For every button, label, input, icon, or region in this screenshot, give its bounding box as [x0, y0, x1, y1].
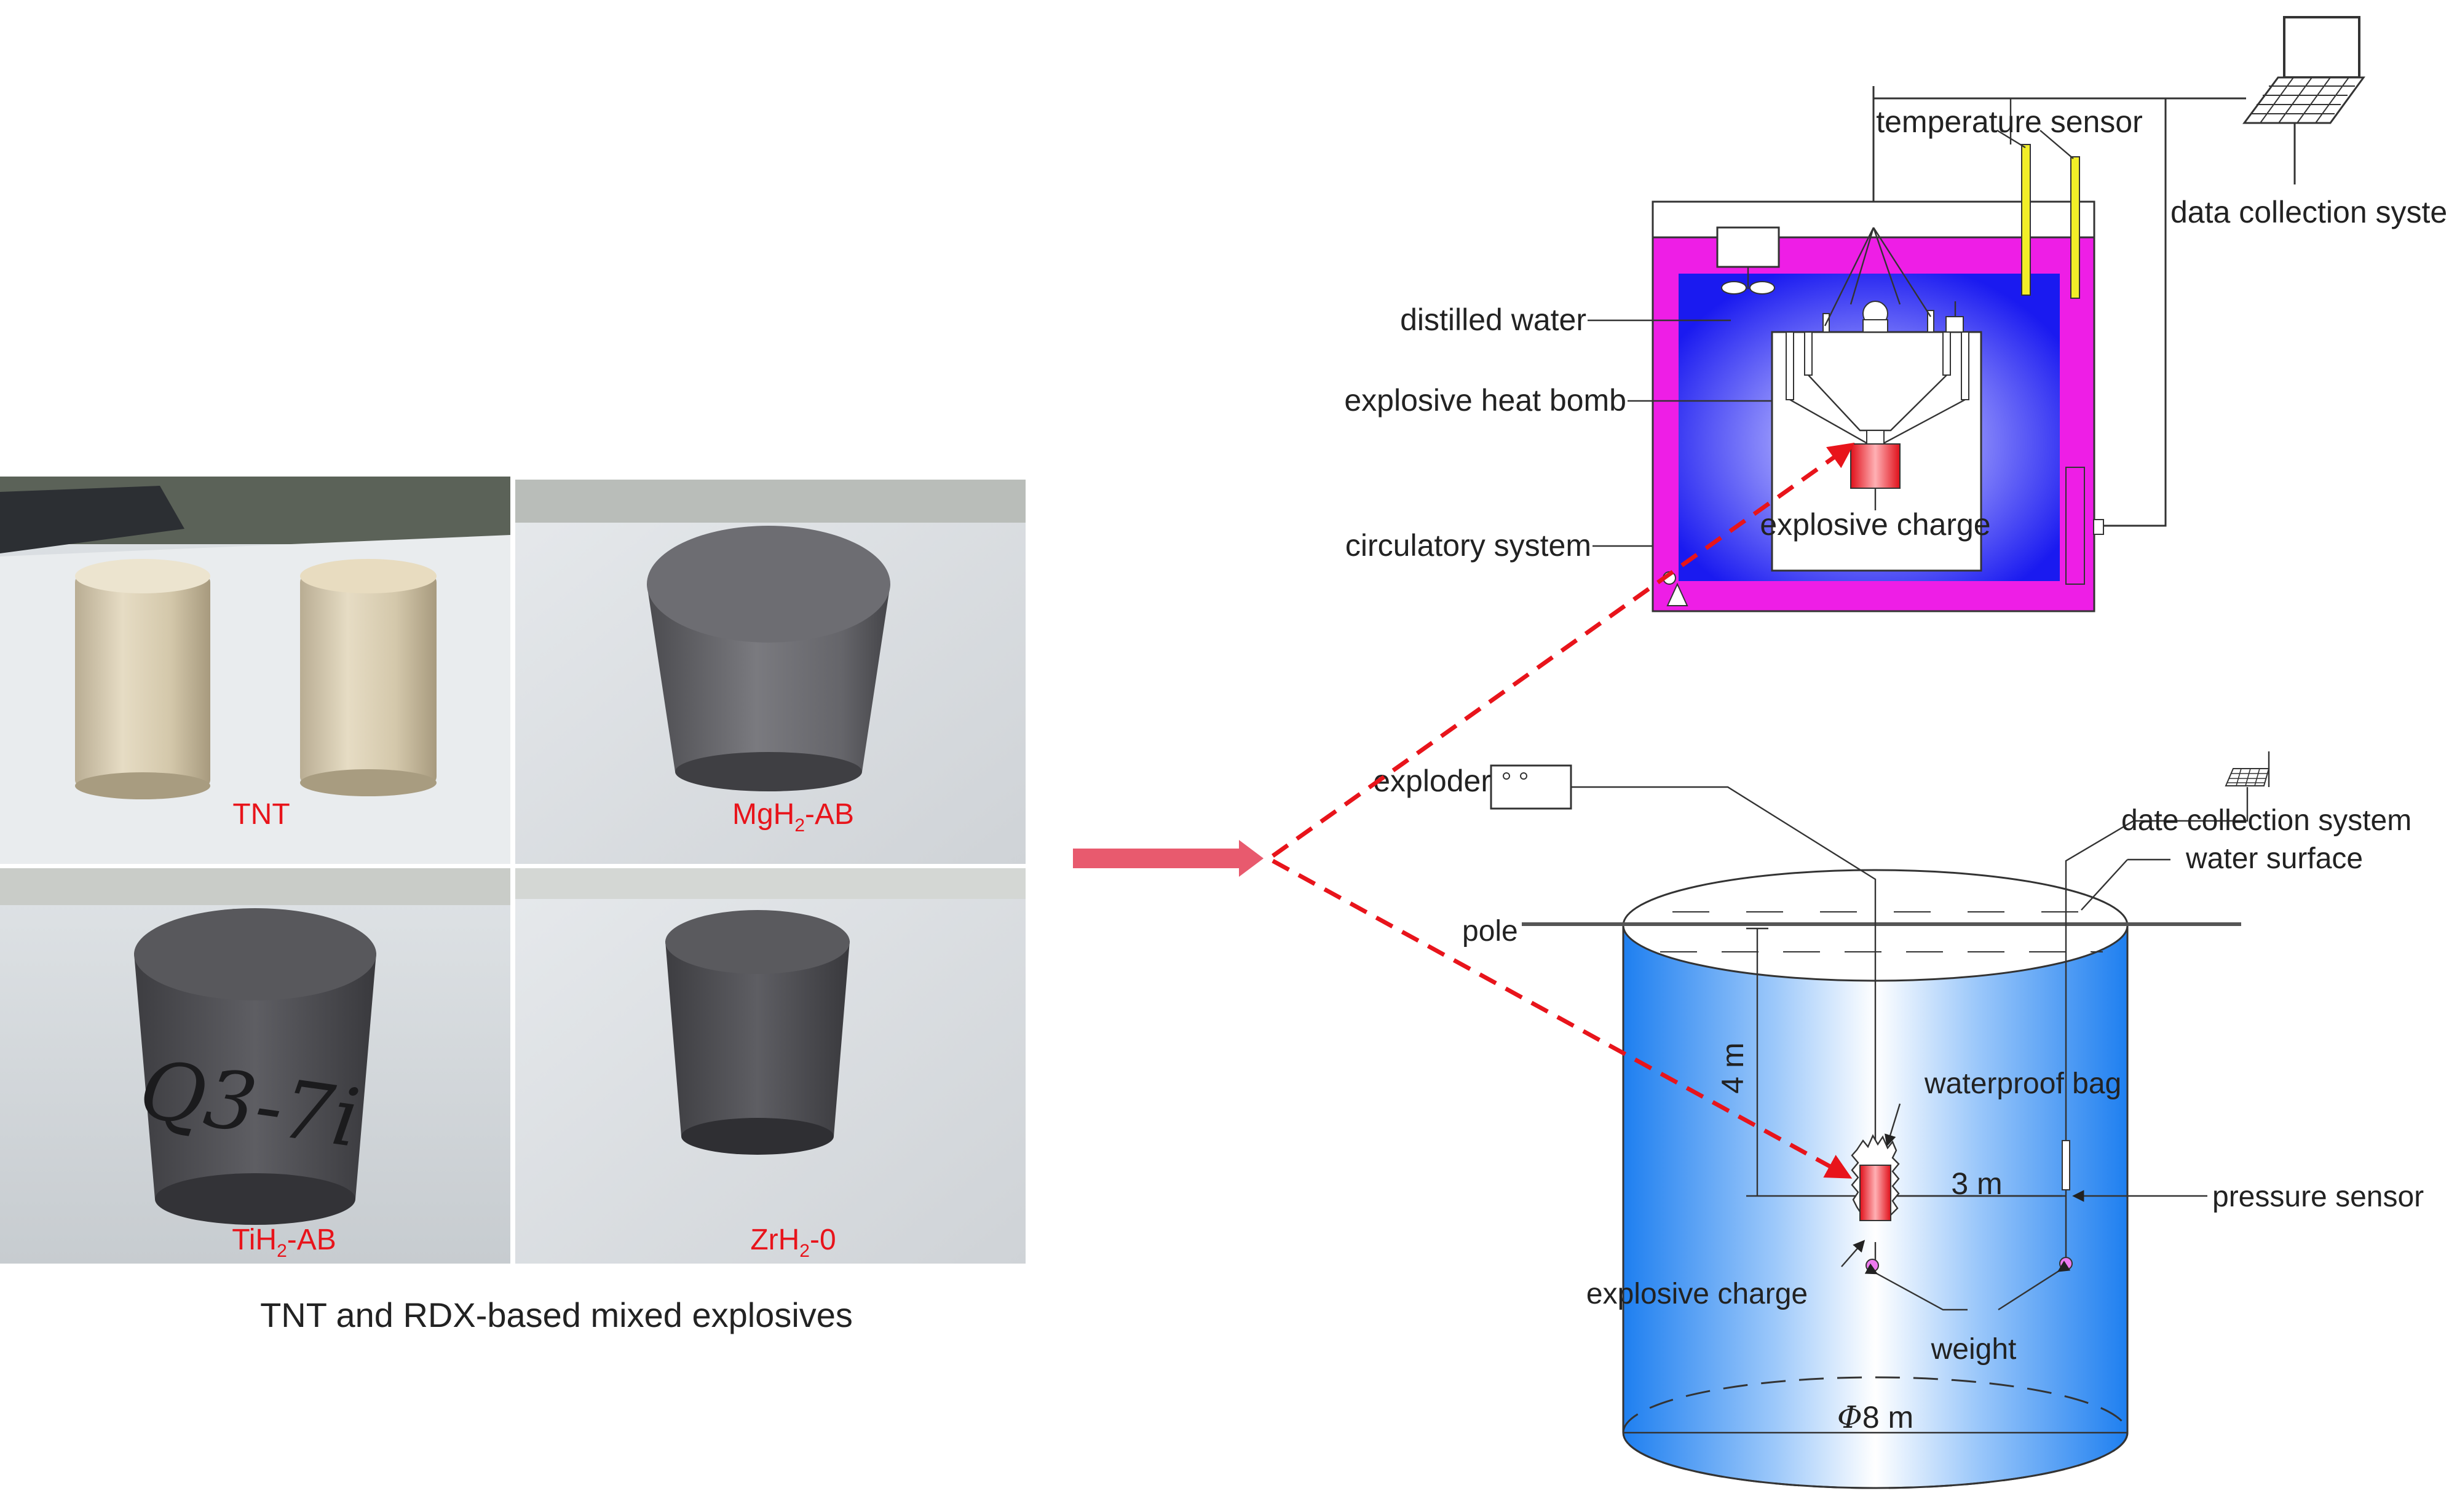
temperature-sensor-1	[2021, 144, 2031, 296]
weight-left	[1865, 1259, 1879, 1272]
label-water-surface: water surface	[2185, 842, 2363, 875]
tnt-cylinder-1	[75, 559, 210, 799]
pump-icon	[1666, 582, 1688, 606]
laptop-icon	[2242, 16, 2365, 124]
photo-caption: TNT and RDX-based mixed explosives	[260, 1296, 853, 1334]
label-explosive-heat-bomb: explosive heat bomb	[1344, 383, 1626, 418]
label-explosive-charge-pool: explosive charge	[1586, 1278, 1808, 1310]
photo-tih2: Q3-7i TiH2-AB	[0, 868, 510, 1264]
label-depth: 4 m	[1715, 1042, 1750, 1093]
weight-right	[2059, 1257, 2073, 1270]
photo-label-zrh2: ZrH2-0	[750, 1224, 836, 1261]
label-temperature-sensor: temperature sensor	[1876, 105, 2143, 139]
stirrer-motor	[1716, 226, 1780, 268]
label-data-collection-system: data collection system	[2170, 195, 2449, 229]
label-explosive-charge-bomb: explosive charge	[1760, 507, 1990, 542]
transition-arrow	[1073, 840, 1264, 877]
label-diameter: Φ8 m	[1837, 1399, 1913, 1435]
pool-diagram: exploder date collection system water su…	[1373, 751, 2424, 1489]
label-date-collection-system: date collection system	[2121, 804, 2411, 837]
photo-tnt: TNT	[0, 477, 510, 864]
photo-label-mgh2: MgH2-AB	[732, 798, 854, 836]
exploder-box	[1490, 764, 1572, 810]
label-distilled-water: distilled water	[1400, 303, 1586, 337]
photo-label-tih2: TiH2-AB	[232, 1224, 336, 1261]
label-pressure-sensor: pressure sensor	[2212, 1181, 2424, 1213]
photo-grid: TNT MgH2-AB Q3-7i TiH2-AB	[0, 477, 1026, 1334]
label-weight: weight	[1931, 1333, 2017, 1366]
photo-zrh2: ZrH2-0	[515, 868, 1026, 1264]
zrh2-cylinder	[665, 910, 850, 1155]
keyboard-icon	[2065, 751, 2270, 1196]
pool-charge	[1859, 1165, 1891, 1221]
label-distance: 3 m	[1951, 1166, 2002, 1201]
heat-bomb-diagram: temperature sensor data collection syste…	[1344, 16, 2449, 612]
label-circulatory-system: circulatory system	[1345, 528, 1591, 563]
pressure-sensor	[2062, 1140, 2070, 1190]
heat-bomb-charge	[1850, 443, 1901, 489]
tih2-cylinder: Q3-7i	[134, 908, 376, 1225]
tnt-cylinder-2	[300, 559, 437, 796]
mgh2-cylinder	[647, 526, 890, 791]
label-waterproof-bag: waterproof bag	[1924, 1067, 2121, 1100]
photo-label-tnt: TNT	[232, 798, 290, 831]
label-exploder: exploder	[1373, 764, 1491, 798]
temperature-sensor-2	[2070, 156, 2080, 299]
photo-mgh2: MgH2-AB	[515, 480, 1026, 864]
arrow-to-pool	[1272, 858, 1853, 1179]
label-pole: pole	[1462, 915, 1518, 948]
connector-arrows	[1271, 442, 1855, 1179]
